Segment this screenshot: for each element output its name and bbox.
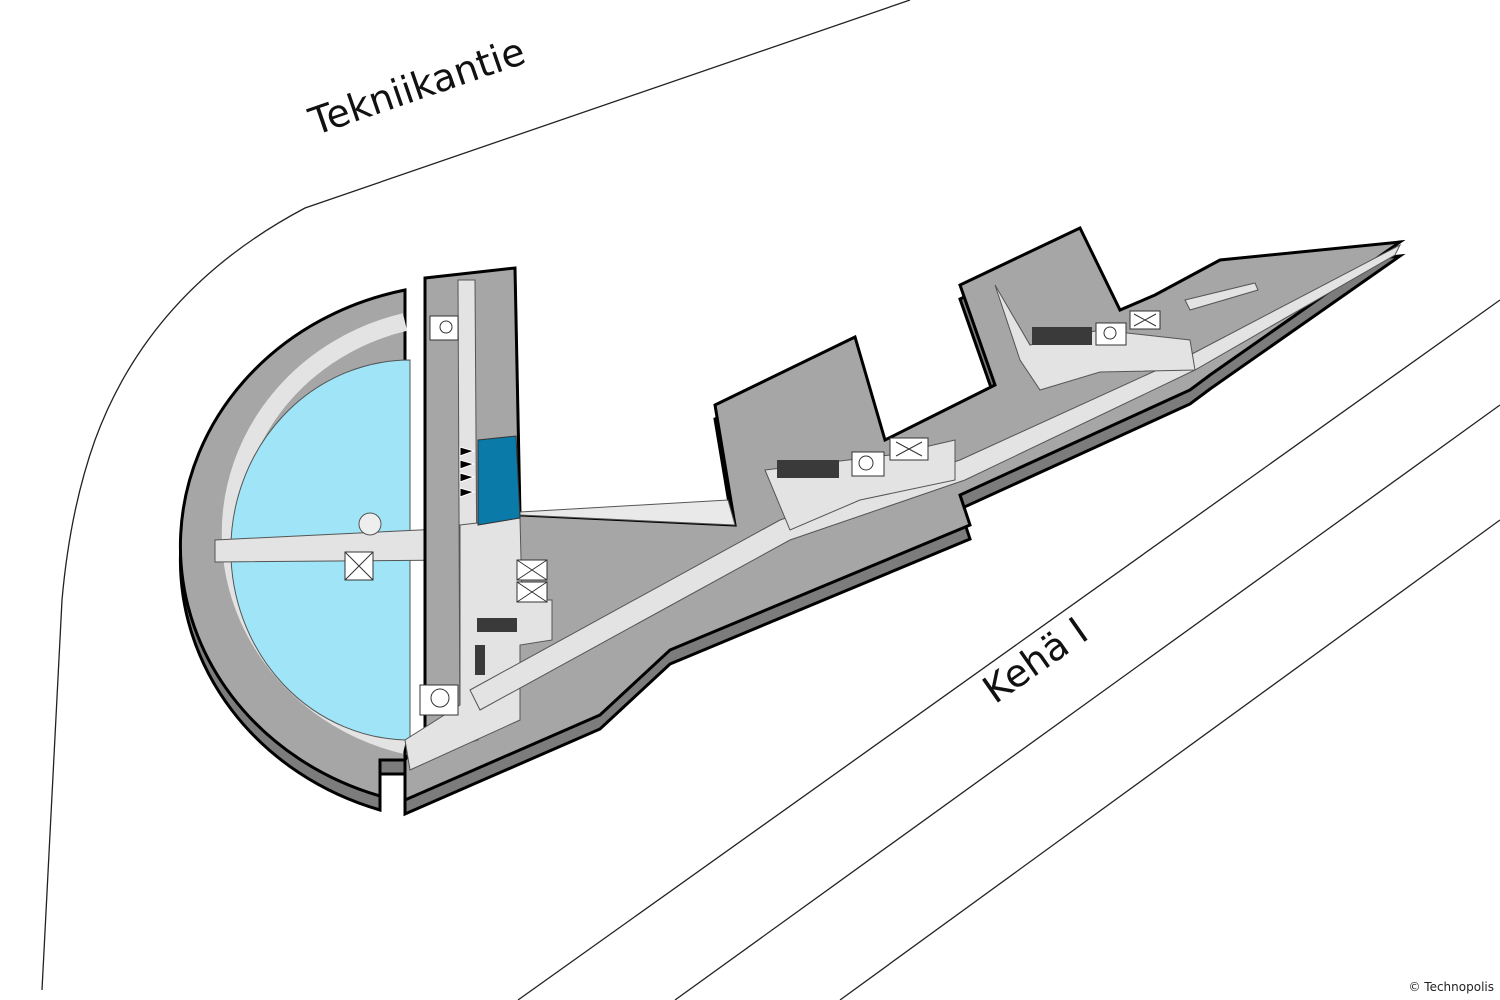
stairs-icon-spiral — [1103, 326, 1117, 340]
stairs-icon-spiral — [430, 688, 450, 708]
elevator-icon-cross — [344, 551, 374, 581]
tekniikantie-road — [41, 0, 911, 991]
stairs-icon-spiral — [858, 455, 874, 471]
west-wing[interactable] — [178, 288, 461, 798]
dark-room — [475, 645, 485, 675]
column-icon — [358, 512, 382, 536]
elevator-icon-cross — [516, 559, 548, 581]
copyright-text: © Technopolis — [1408, 980, 1494, 994]
keha-road-line — [839, 519, 1500, 1000]
elevator-icon-cross — [1133, 313, 1157, 327]
elevator-icon-cross — [516, 581, 548, 603]
main-building[interactable] — [403, 226, 1406, 803]
roads — [41, 0, 1500, 1000]
highlighted-room[interactable] — [477, 435, 521, 526]
dark-room — [477, 618, 517, 632]
elevator-icon-cross — [895, 441, 923, 457]
keha-road-line — [674, 404, 1500, 1000]
keha-road-line — [517, 299, 1500, 1000]
dark-room — [777, 460, 839, 478]
corridor-east — [1184, 282, 1259, 311]
stairs-icon-spiral — [439, 320, 453, 334]
dark-room — [1032, 327, 1092, 345]
entrance-arrows-icon — [459, 446, 476, 498]
